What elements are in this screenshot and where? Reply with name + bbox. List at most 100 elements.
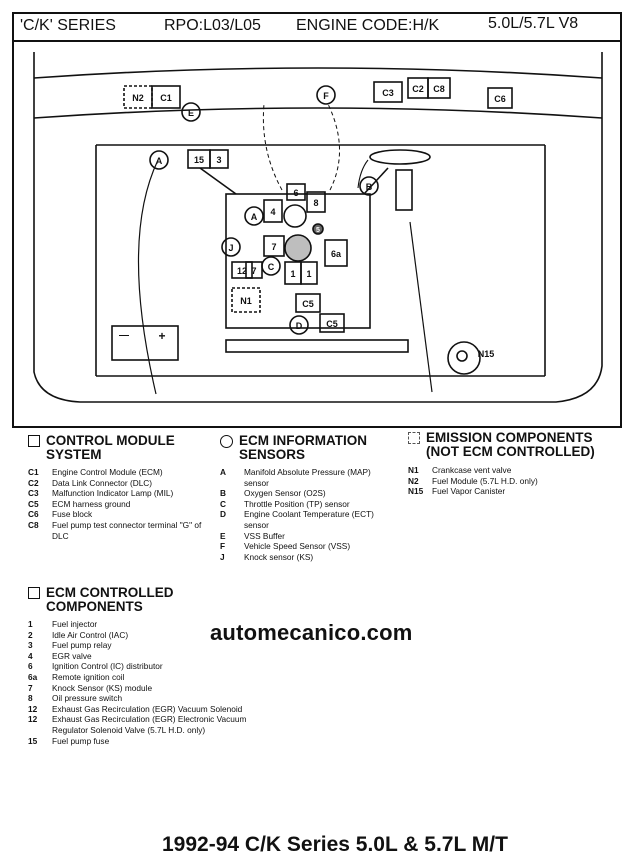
diagram-frame [12,42,622,428]
label-3: 3 [216,155,221,165]
air-cleaner [369,149,431,165]
box-6 [286,183,306,201]
engine-code-label: ENGINE CODE:H/K [296,17,440,34]
engine-block [225,193,371,329]
circle-e [181,102,201,122]
label-b: B [366,182,373,192]
label-15: 15 [194,155,204,165]
label-e: E [188,108,194,118]
legend-ecm-sensors-title: ECM INFORMATION SENSORS [239,433,367,462]
box-6a [324,239,348,267]
label-4: 4 [270,207,275,217]
box-8 [306,191,326,213]
box-n1 [231,287,261,313]
box-c3 [373,81,403,103]
ic-distributor [284,234,312,262]
label-c: C [268,262,275,272]
canister-tube [395,169,413,211]
box-5 [263,199,283,223]
radiator [225,339,409,353]
box-7 [263,235,285,257]
label-1a: 1 [290,269,295,279]
box-c5a [295,293,321,313]
label-12: 12 [237,266,247,276]
label-c2: C2 [412,84,424,94]
label-6: 6 [293,188,298,198]
legend-emission-title: EMISSION COMPONENTS (NOT ECM CONTROLLED) [426,430,595,459]
circle-symbol-icon [220,435,233,448]
engine-compartment-diagram: N2 C1 E F C3 C2 C8 C6 A 15 3 B A 4 6 8 5… [33,52,603,403]
vapor-canister [447,341,481,375]
cowl-lower-outline [33,107,603,119]
label-f: F [323,91,329,101]
label-a-mid: A [251,212,258,222]
box-1b [300,261,318,285]
box-c6 [487,87,513,109]
circle-b [359,176,379,196]
label-7: 7 [271,242,276,252]
dashed-square-symbol-icon [408,432,420,444]
engine-label: 5.0L/5.7L V8 [488,15,579,32]
circle-a-mid [244,206,264,226]
label-c5b: C5 [326,319,338,329]
label-n2: N2 [132,93,144,103]
box-c8 [427,77,451,99]
legend-control-module-title: CONTROL MODULE SYSTEM [46,433,175,462]
circle-f [316,85,336,105]
harness-wire-right-top [357,159,369,189]
battery-positive: + [158,329,165,343]
harness-wire-center2 [327,103,340,191]
battery-negative: — [119,330,129,341]
harness-wire-left [137,159,159,395]
watermark-text: automecanico.com [210,620,413,645]
circle-d [289,315,309,335]
harness-wire-right [409,221,433,393]
label-n15: N15 [478,349,495,359]
label-a-left: A [156,156,163,166]
legend-ecm-controlled-title: ECM CONTROLLED COMPONENTS [46,585,174,614]
label-c8: C8 [433,84,445,94]
label-7b: 7 [251,266,256,276]
rpo-label: RPO:L03/L05 [164,17,261,34]
label-c1: C1 [160,93,172,103]
distributor [283,204,307,228]
footer-caption: 1992-94 C/K Series 5.0L & 5.7L M/T [162,833,508,856]
circle-j [221,237,241,257]
engine-outline-left [199,167,237,195]
battery [111,325,179,361]
label-d: D [296,321,303,331]
label-n1: N1 [240,296,252,306]
square-symbol-icon [28,435,40,447]
harness-wire-center [262,103,283,191]
box-12 [231,261,253,279]
